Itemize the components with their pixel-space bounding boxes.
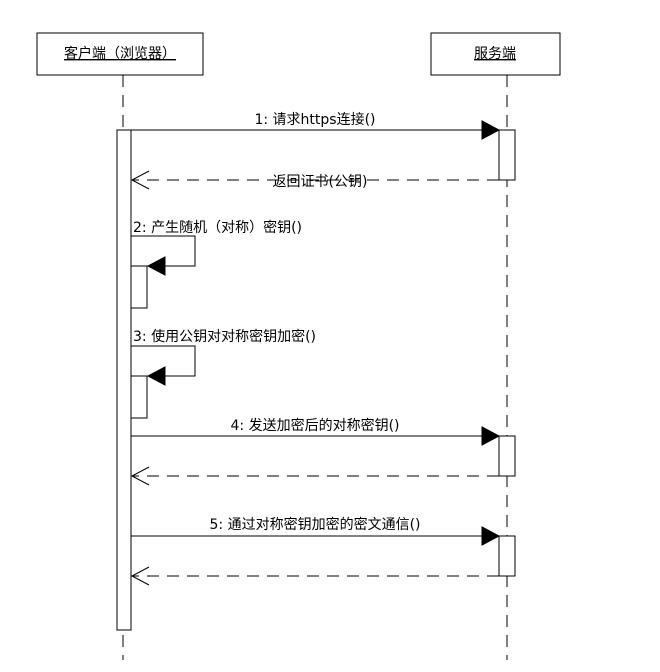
message-2-label: 2: 产生随机（对称）密钥() [133, 219, 302, 236]
participant-server-label: 服务端 [474, 46, 516, 62]
message-2-self-call: 2: 产生随机（对称）密钥() [130, 219, 302, 309]
participant-server-box [430, 32, 561, 76]
message-return-2-arrowhead [130, 466, 150, 486]
participant-client-box [36, 32, 204, 76]
message-3-arrowhead [146, 366, 166, 386]
message-4-send-key: 4: 发送加密后的对称密钥() [131, 417, 516, 477]
activation-server-4 [498, 435, 516, 477]
message-return-certificate: 返回证书(公钥) [130, 170, 499, 190]
participant-client: 客户端（浏览器） [36, 32, 204, 76]
message-1-arrowhead [481, 120, 501, 140]
message-3-line [131, 345, 196, 377]
message-return-1-label: 返回证书(公钥) [273, 174, 368, 190]
message-return-3 [130, 566, 499, 586]
message-return-2 [130, 466, 499, 486]
participant-client-label: 客户端（浏览器） [64, 45, 176, 62]
message-2-line [131, 235, 196, 267]
message-1-label: 1: 请求https连接() [254, 111, 375, 128]
message-3-label: 3: 使用公钥对对称密钥加密() [133, 328, 316, 345]
activation-client-3 [130, 375, 148, 419]
message-5-arrowhead [481, 526, 501, 546]
message-2-arrowhead [146, 256, 166, 276]
message-3-self-call: 3: 使用公钥对对称密钥加密() [130, 328, 316, 419]
activation-server-5 [498, 535, 516, 577]
activation-client-main [116, 129, 132, 631]
message-5-communication: 5: 通过对称密钥加密的密文通信() [131, 516, 516, 577]
message-5-label: 5: 通过对称密钥加密的密文通信() [210, 516, 421, 533]
participant-server: 服务端 [430, 32, 561, 76]
message-4-arrowhead [481, 426, 501, 446]
activation-client-2 [130, 265, 148, 309]
message-return-3-arrowhead [130, 566, 150, 586]
message-return-1-arrowhead [130, 170, 150, 190]
message-4-label: 4: 发送加密后的对称密钥() [231, 417, 400, 434]
message-1-request: 1: 请求https连接() [131, 111, 516, 181]
activation-server-1 [498, 129, 516, 181]
